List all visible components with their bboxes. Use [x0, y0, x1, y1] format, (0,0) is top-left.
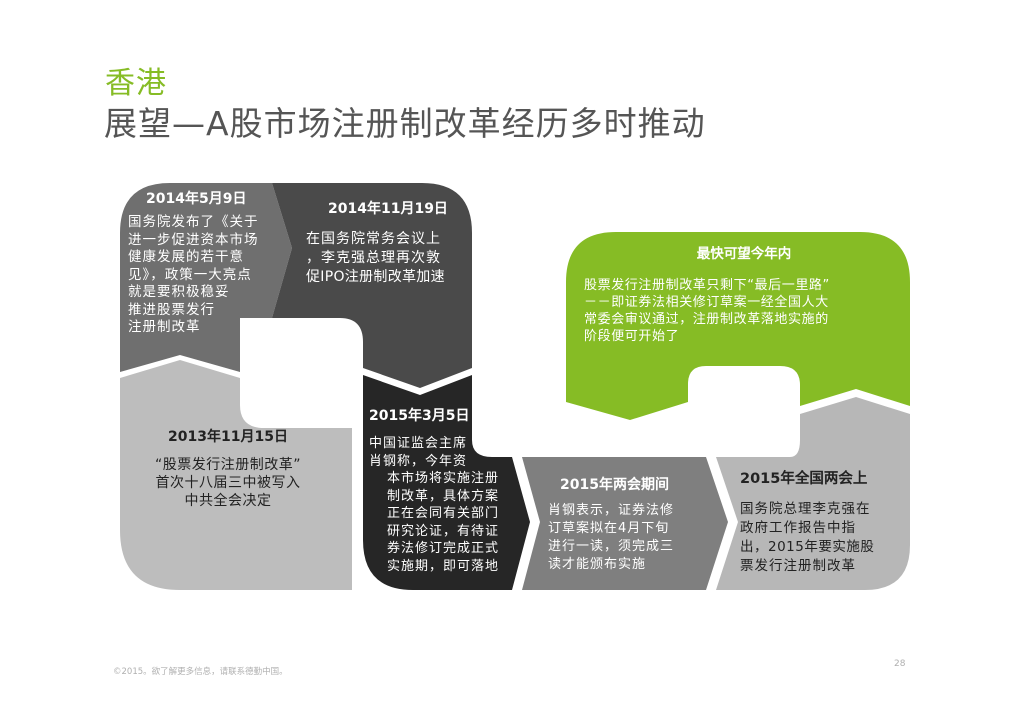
- timeline-item-2015-lianghui-national: 2015年全国两会上 国务院总理李克强在 政府工作报告中指 出，2015年要实施…: [740, 470, 910, 576]
- timeline-item-outlook: 最快可望今年内 股票发行注册制改革只剩下“最后一里路” －－即证券法相关修订草案…: [584, 245, 904, 345]
- timeline-date: 2015年全国两会上: [740, 471, 868, 487]
- shape-2015-lianghui-national: [716, 397, 910, 590]
- timeline-text: 股票发行注册制改革只剩下“最后一里路” －－即证券法相关修订草案一经全国人大 常…: [584, 278, 830, 344]
- timeline-item-2014-05-09: 2014年5月9日 国务院发布了《关于 进一步促进资本市场 健康发展的若干意 见…: [128, 190, 278, 337]
- shape-2015-lianghui-period: [522, 457, 728, 590]
- timeline-text: 肖钢表示，证券法修 订草案拟在4月下旬 进行一读，须完成三 读才能颁布实施: [548, 503, 675, 572]
- page-title: 展望—A股市场注册制改革经历多时推动: [104, 104, 706, 143]
- timeline-item-2014-11-19: 2014年11月19日 在国务院常务会议上 ，李克强总理再次敦 促IPO注册制改…: [306, 200, 476, 287]
- shape-2014-05-09: [120, 183, 292, 372]
- timeline-date: 2014年11月19日: [328, 201, 448, 217]
- timeline-date: 2014年5月9日: [146, 191, 247, 207]
- timeline-text: 中国证监会主席 肖钢称，今年资 本市场将实施注册 制改革，具体方案 正在会同有关…: [369, 436, 500, 574]
- timeline-text: “股票发行注册制改革” 首次十八届三中被写入 中共全会决定: [154, 457, 301, 509]
- timeline-date: 2015年3月5日: [369, 408, 470, 424]
- timeline-date: 2013年11月15日: [168, 429, 288, 445]
- timeline-date: 最快可望今年内: [696, 246, 792, 262]
- copyright-footer: ©2015。欲了解更多信息，请联系德勤中国。: [113, 667, 288, 677]
- timeline-item-2015-03-05: 2015年3月5日 中国证监会主席 肖钢称，今年资 本市场将实施注册 制改革，具…: [369, 407, 519, 575]
- shape-2014-11-19: [272, 183, 472, 388]
- timeline-date: 2015年两会期间: [560, 477, 669, 493]
- shape-2013-11-15: [120, 360, 352, 590]
- timeline-text: 国务院发布了《关于 进一步促进资本市场 健康发展的若干意 见》，政策一大亮点 就…: [128, 214, 259, 335]
- shape-outlook: [566, 232, 910, 420]
- page-number: 28: [894, 659, 906, 669]
- timeline-item-2015-lianghui-period: 2015年两会期间 肖钢表示，证券法修 订草案拟在4月下旬 进行一读，须完成三 …: [548, 476, 708, 574]
- shape-2015-03-05: [363, 375, 530, 590]
- timeline-text: 在国务院常务会议上 ，李克强总理再次敦 促IPO注册制改革加速: [306, 231, 445, 285]
- region-label: 香港: [105, 66, 167, 101]
- timeline-item-2013-11-15: 2013年11月15日 “股票发行注册制改革” 首次十八届三中被写入 中共全会决…: [128, 428, 328, 510]
- timeline-text: 国务院总理李克强在 政府工作报告中指 出，2015年要实施股 票发行注册制改革: [740, 501, 875, 574]
